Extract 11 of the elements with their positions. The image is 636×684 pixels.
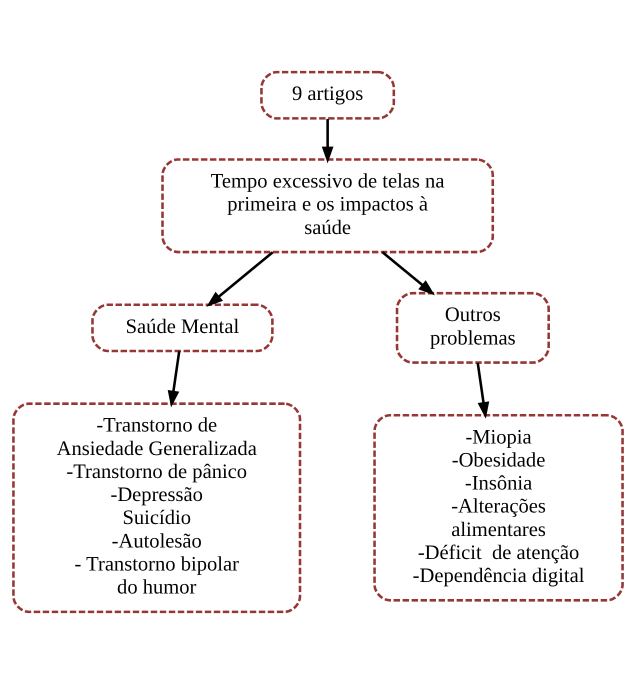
node-box: Outros problemas: [396, 292, 550, 364]
arrow: [382, 251, 435, 296]
node-box: 9 artigos: [260, 70, 396, 120]
arrow: [476, 362, 490, 419]
arrow: [168, 351, 180, 408]
node-box: -Miopia -Obesidade -Insônia -Alterações alimentares -Déficit de atenção -Dependência digital: [373, 414, 624, 602]
node-box: -Transtorno de Ansiedade Generalizada -Transtorno de pânico -Depressão Suicídio -Autolesão - Transtorno bipolar do humor: [12, 402, 302, 614]
node-box: Saúde Mental: [91, 303, 274, 352]
node-box: Tempo excessivo de telas na primeira e os impactos à saúde: [161, 158, 494, 254]
arrow: [206, 251, 274, 307]
arrow: [322, 118, 334, 164]
